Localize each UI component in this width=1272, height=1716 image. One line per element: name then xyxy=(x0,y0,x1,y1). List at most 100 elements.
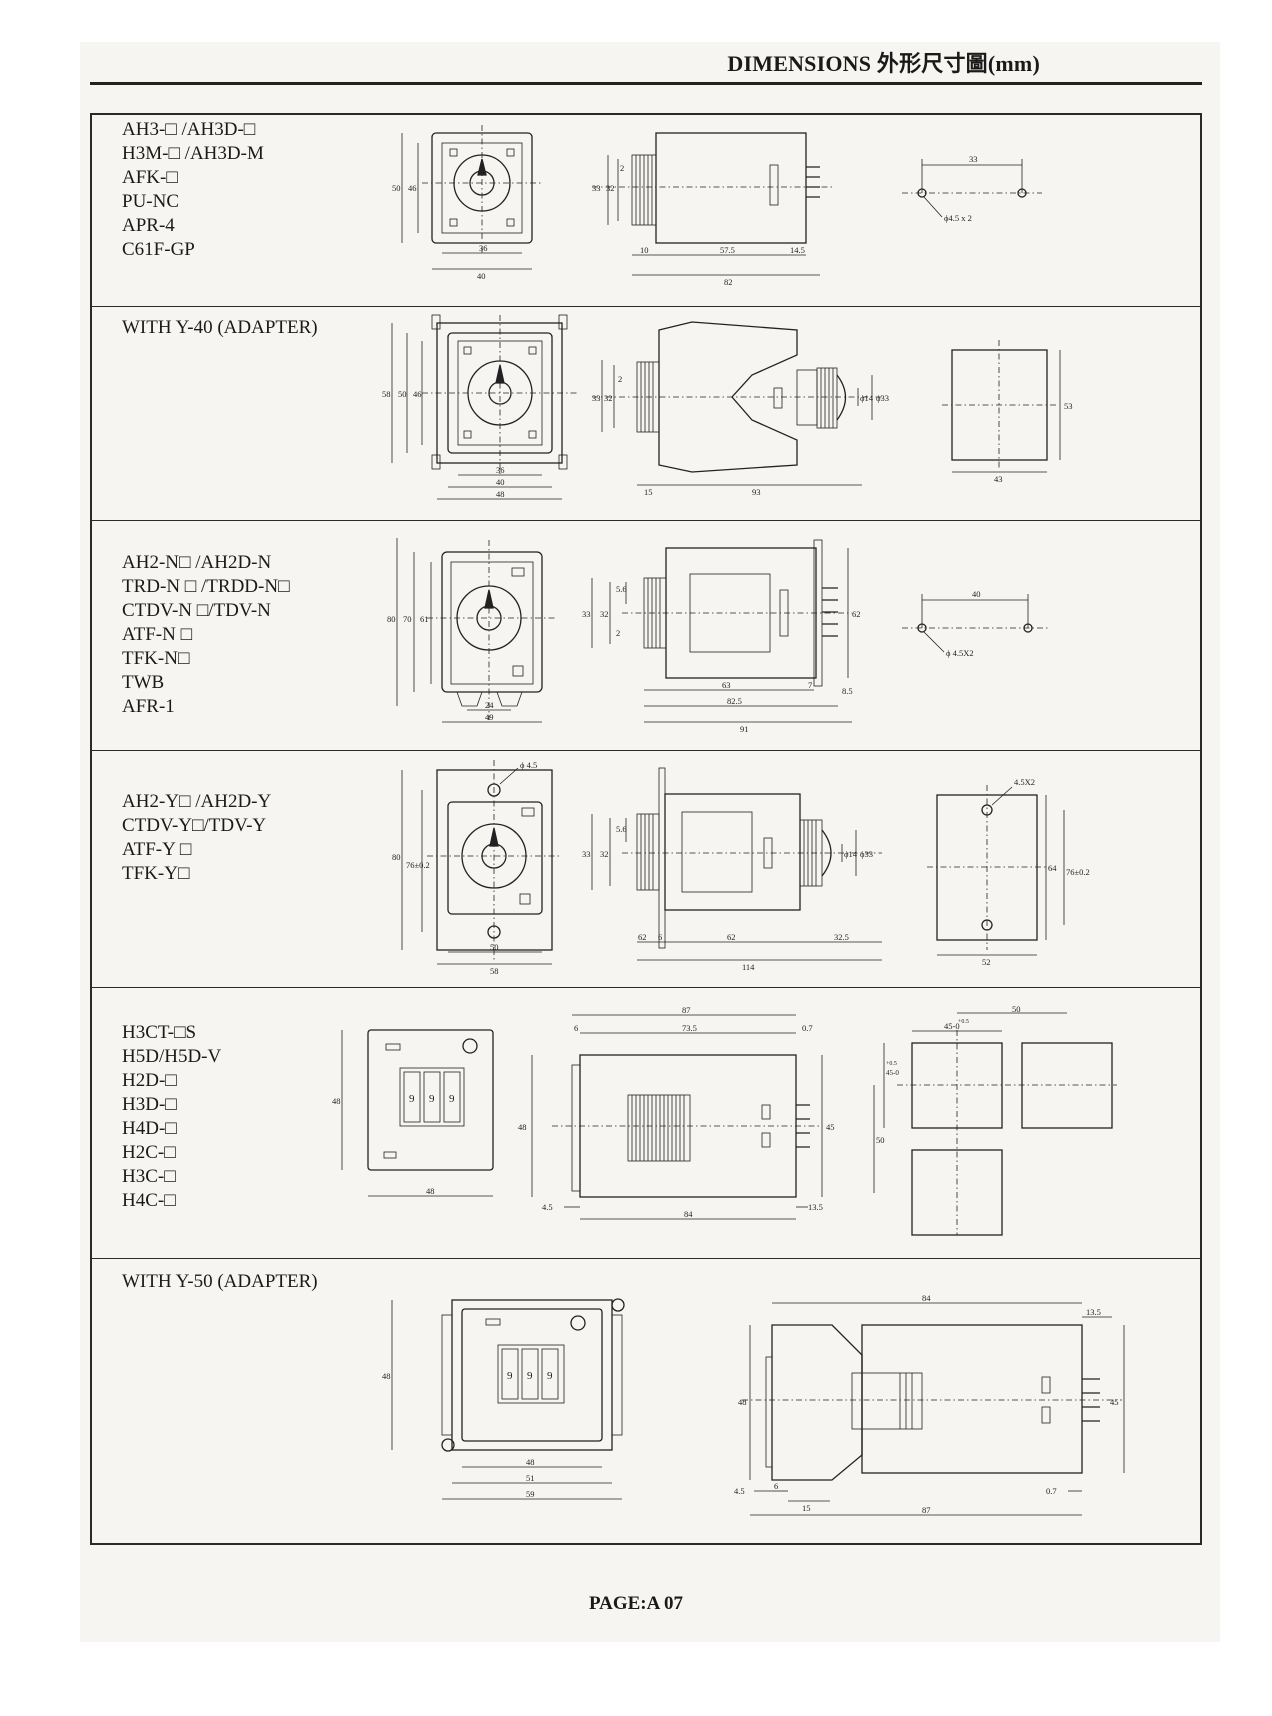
knob-outline xyxy=(636,813,660,891)
dim-label: 58 xyxy=(490,966,499,976)
dim-label: 7 xyxy=(808,680,812,690)
dim-label: 36 xyxy=(479,243,488,253)
screw-icon xyxy=(611,1298,625,1312)
dim-label: 50 xyxy=(876,1135,885,1145)
model-name: H3M-□ /AH3D-M xyxy=(122,143,264,164)
model-name: AH2-Y□ /AH2D-Y xyxy=(122,791,272,812)
dim-label: 87 xyxy=(922,1505,931,1515)
page-sheet xyxy=(80,42,1220,1642)
dim-label: 59 xyxy=(526,1489,535,1499)
dim-label: 50 xyxy=(392,183,401,193)
plate-outline xyxy=(436,769,553,951)
model-name: TRD-N □ /TRDD-N□ xyxy=(122,576,290,597)
dim-label: 2 xyxy=(620,163,624,173)
dim-label: 45 xyxy=(1110,1397,1119,1407)
dim-label: 45 xyxy=(826,1122,835,1132)
model-name: H4D-□ xyxy=(122,1118,177,1139)
section-divider xyxy=(92,306,1200,307)
model-name: ATF-N □ xyxy=(122,624,193,645)
mounting-hole-icon xyxy=(1017,188,1027,198)
housing-outline xyxy=(447,801,543,915)
model-name: H3D-□ xyxy=(122,1094,177,1115)
side-view-6: 84 13.5 4.5 6 15 0.7 87 48 45 xyxy=(734,1293,1125,1516)
model-name: C61F-GP xyxy=(122,239,195,260)
dim-label: 2 xyxy=(616,628,620,638)
panel-cutout-2: 53 43 xyxy=(942,340,1073,484)
adapter-clip xyxy=(851,1372,923,1430)
dim-label: 48 xyxy=(382,1371,391,1381)
housing-outline xyxy=(461,1308,603,1442)
front-view-5: 9 9 9 48 48 xyxy=(332,1029,494,1197)
dim-label: 114 xyxy=(742,962,755,972)
housing-outline xyxy=(367,1029,494,1171)
dim-label: 87 xyxy=(682,1005,691,1015)
dim-label: ϕ 4.5 xyxy=(520,760,537,770)
dim-label: 6 xyxy=(574,1023,578,1033)
dim-label: 52 xyxy=(982,957,991,967)
reset-button-icon xyxy=(570,1315,586,1331)
model-name: ATF-Y □ xyxy=(122,839,192,860)
dim-label: 15 xyxy=(644,487,653,497)
body-outline xyxy=(664,793,801,911)
dim-label: 84 xyxy=(922,1293,931,1303)
dim-label: 40 xyxy=(477,271,486,281)
dim-label: ϕ33 xyxy=(876,393,889,403)
dim-label: 48 xyxy=(426,1186,435,1196)
section-title-y50: WITH Y-50 (ADAPTER) xyxy=(122,1271,318,1292)
model-name: TFK-N□ xyxy=(122,648,190,669)
model-name: AFR-1 xyxy=(122,696,175,717)
dim-label: 48 xyxy=(332,1096,341,1106)
side-view-1: 33 32 2 10 57.5 14.5 82 xyxy=(592,132,832,287)
plate-edge xyxy=(658,767,666,949)
dim-label: 82 xyxy=(724,277,733,287)
dim-label: 36 xyxy=(496,465,505,475)
digit-label: 9 xyxy=(547,1370,553,1382)
page-title: DIMENSIONS 外形尺寸圖(mm) xyxy=(727,51,1040,76)
side-view-2: 33 32 2 15 93 ϕ14 ϕ33 xyxy=(592,321,889,497)
dim-label: 2 xyxy=(618,374,622,384)
section-divider xyxy=(92,520,1200,521)
front-view-6: 9 9 9 48 48 51 59 xyxy=(382,1298,625,1500)
dim-label: 14.5 xyxy=(790,245,805,255)
digit-wheel xyxy=(443,1071,461,1123)
front-view-3: 24 49 80 70 61 xyxy=(387,538,557,723)
socket-knurl xyxy=(816,367,838,429)
section-title-y40: WITH Y-40 (ADAPTER) xyxy=(122,317,318,338)
dim-label: 80 xyxy=(387,614,396,624)
digit-wheel xyxy=(541,1348,559,1400)
dim-label: 4.5 xyxy=(542,1202,553,1212)
model-name: AH3-□ /AH3D-□ xyxy=(122,119,256,140)
panel-cutout-4: 4.5X2 64 76±0.2 52 xyxy=(927,777,1090,967)
screw-icon xyxy=(441,1438,455,1452)
dim-label: 40 xyxy=(496,477,505,487)
page-number: PAGE:A 07 xyxy=(588,1593,684,1614)
dim-label: 62 xyxy=(638,932,647,942)
model-name: CTDV-Y□/TDV-Y xyxy=(122,815,267,836)
dim-label: 80 xyxy=(392,852,401,862)
dim-label: 33 xyxy=(582,609,591,619)
dim-label: 13.5 xyxy=(1086,1307,1101,1317)
panel-cutout-3: 40 ϕ 4.5X2 xyxy=(902,589,1048,658)
model-name: H2C-□ xyxy=(122,1142,176,1163)
mounting-hole-icon xyxy=(1023,623,1033,633)
digit-label: 9 xyxy=(409,1093,415,1105)
side-view-4: 33 32 5.6 62 6 62 32.5 114 ϕ14 ϕ33 xyxy=(582,767,882,972)
latch xyxy=(769,164,779,206)
cutout-outline xyxy=(1021,1042,1113,1129)
model-name: H4C-□ xyxy=(122,1190,176,1211)
digit-label: 9 xyxy=(507,1370,513,1382)
dim-label: 62 xyxy=(852,609,861,619)
body-outline xyxy=(655,132,807,244)
dim-label: 76±0.2 xyxy=(1066,867,1090,877)
dim-label: 50 xyxy=(1012,1004,1021,1014)
socket-cap xyxy=(836,374,847,421)
dim-label: 6 xyxy=(774,1481,778,1491)
model-name: CTDV-N □/TDV-N xyxy=(122,600,271,621)
dim-label: 32 xyxy=(606,183,615,193)
model-name: TWB xyxy=(122,672,165,693)
dim-label: 45-0 xyxy=(944,1021,960,1031)
section-divider xyxy=(92,987,1200,988)
